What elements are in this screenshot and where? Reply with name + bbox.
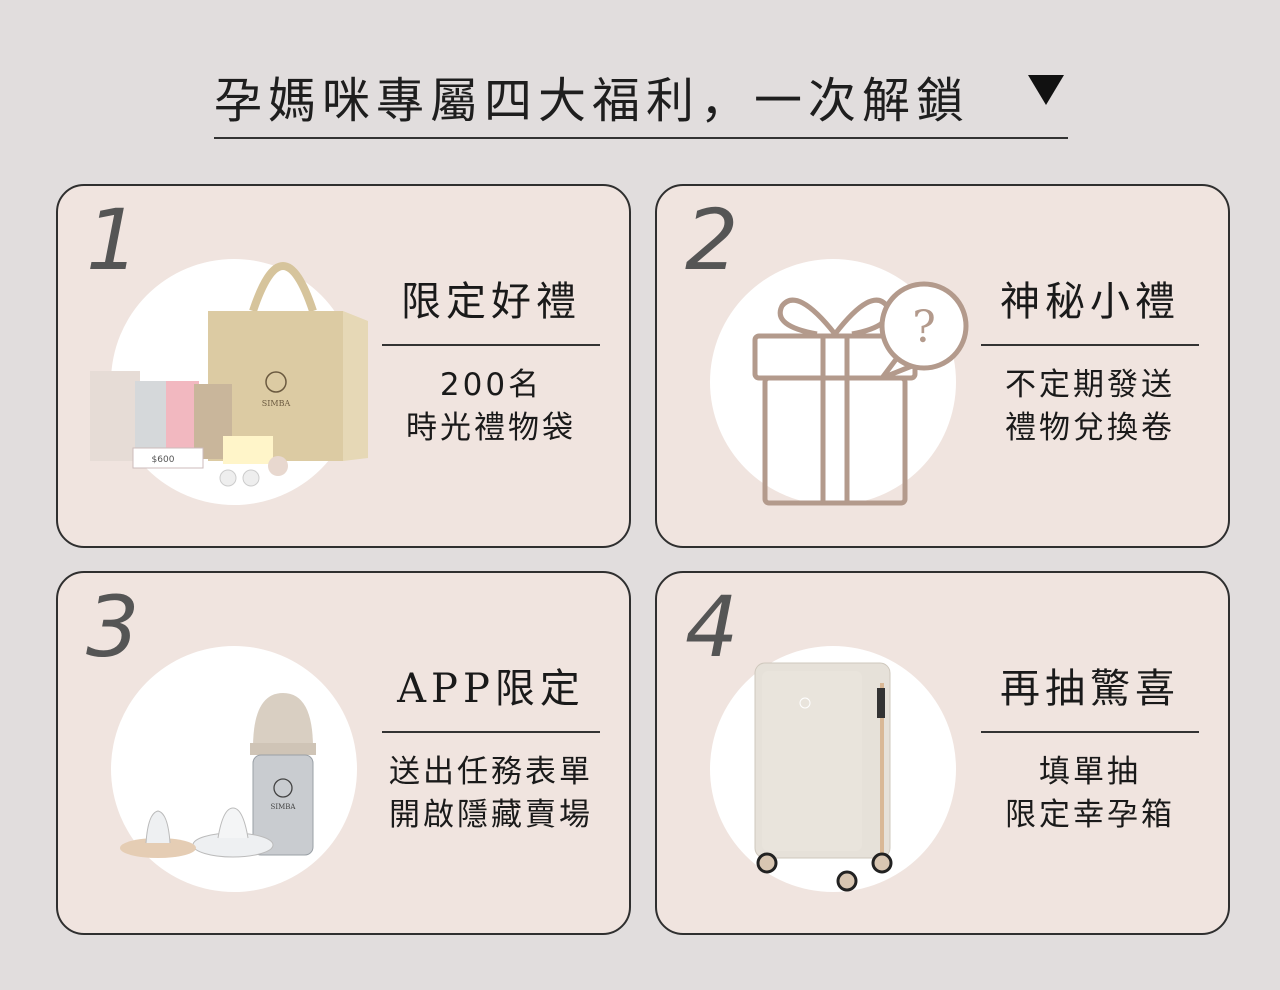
card-line: 時光禮物袋	[406, 410, 576, 446]
card-text: 再抽驚喜 填單抽 限定幸孕箱	[975, 663, 1205, 837]
gift-bag-image: SIMBA $600	[90, 262, 368, 487]
card-text: APP限定 送出任務表單 開啟隱藏賣場	[376, 663, 606, 837]
divider	[382, 731, 600, 733]
card-number: 2	[685, 191, 739, 289]
gift-box-icon: ?	[752, 281, 969, 506]
card-line: 200名	[439, 367, 543, 403]
benefit-card-1: 1 SIMBA $600 限定好禮 200名 時光禮物袋	[56, 184, 631, 548]
card-text: 限定好禮 200名 時光禮物袋	[376, 276, 606, 450]
benefit-card-3: 3 SIMBA APP限定 送出任務表單 開啟隱藏賣場	[56, 571, 631, 935]
card-title: 再抽驚喜	[1000, 666, 1180, 712]
divider	[981, 344, 1199, 346]
svg-text:?: ?	[912, 302, 936, 353]
card-text: 神秘小禮 不定期發送 禮物兌換卷	[975, 276, 1205, 450]
page-title: 孕媽咪專屬四大福利，一次解鎖	[214, 73, 971, 129]
benefit-card-2: 2 ? 神秘小禮 不定期發送 禮物兌換卷	[655, 184, 1230, 548]
card-number: 3	[86, 578, 140, 676]
baby-bottle-image: SIMBA	[120, 693, 316, 858]
card-title: 限定好禮	[401, 279, 581, 325]
svg-text:SIMBA: SIMBA	[271, 803, 297, 811]
card-line: 限定幸孕箱	[1005, 797, 1175, 833]
card-line: 開啟隱藏賣場	[389, 797, 593, 833]
card-line: 不定期發送	[1005, 367, 1175, 403]
svg-text:$600: $600	[152, 455, 175, 465]
page-header: 孕媽咪專屬四大福利，一次解鎖	[214, 55, 1068, 139]
triangle-down-icon	[1028, 75, 1064, 105]
divider	[382, 344, 600, 346]
card-number: 4	[685, 578, 739, 676]
divider	[981, 731, 1199, 733]
card-line: 填單抽	[1039, 754, 1141, 790]
card-number: 1	[86, 191, 140, 289]
benefit-card-4: 4 再抽驚喜 填單抽 限定幸孕箱	[655, 571, 1230, 935]
suitcase-image	[754, 662, 893, 892]
card-line: 禮物兌換卷	[1005, 410, 1175, 446]
card-title: APP限定	[397, 666, 585, 712]
card-title: 神秘小禮	[1000, 279, 1180, 325]
card-line: 送出任務表單	[389, 754, 593, 790]
svg-text:SIMBA: SIMBA	[262, 399, 291, 408]
